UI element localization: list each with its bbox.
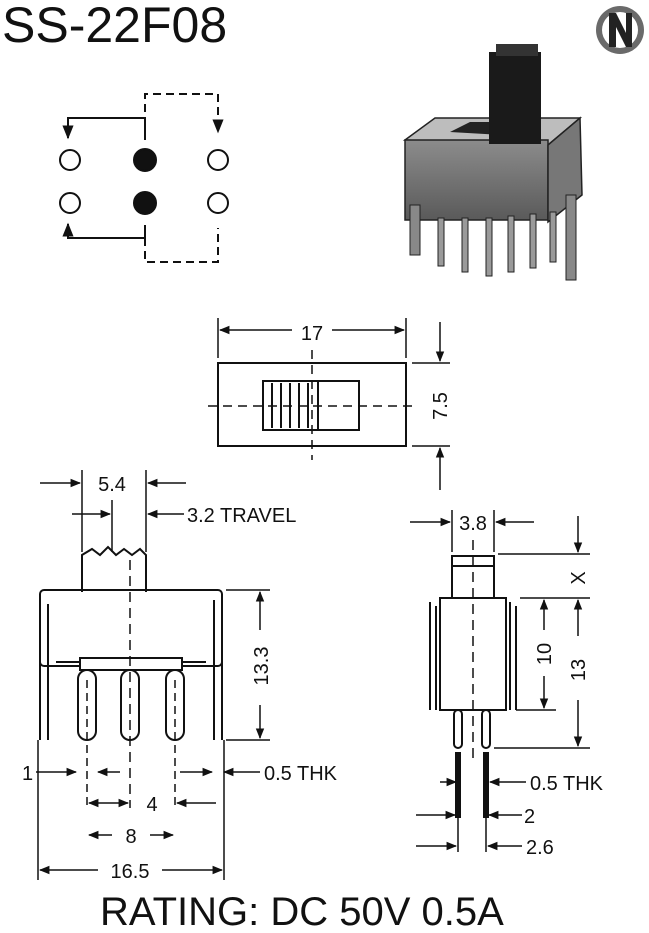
dim-pin-outer: 2.6	[526, 837, 554, 859]
dim-side-body-height: 10	[534, 643, 556, 665]
dim-thickness-front: 0.5 THK	[264, 763, 338, 785]
dim-actuator-width: 5.4	[98, 474, 126, 496]
dim-body-height: 13.3	[251, 647, 273, 686]
brand-logo: N	[596, 6, 644, 54]
product-3d-view	[402, 44, 583, 281]
dim-top-height: 7.5	[430, 392, 452, 420]
top-view	[208, 318, 450, 490]
dim-overall-width: 16.5	[111, 861, 150, 883]
dim-side-total-height: 13	[568, 659, 590, 681]
part-number-title: SS-22F08	[2, 0, 227, 53]
dim-pin-offset: 1	[22, 763, 33, 785]
dim-actuator-height: X	[568, 571, 590, 584]
dim-thickness-side: 0.5 THK	[530, 773, 604, 795]
side-view	[410, 510, 590, 852]
dim-side-actuator-width: 3.8	[459, 513, 487, 535]
dim-travel: 3.2 TRAVEL	[187, 505, 296, 527]
circuit-schematic	[59, 93, 229, 263]
front-view	[36, 470, 270, 880]
dim-pin-spacing: 2	[524, 806, 535, 828]
rating-text: RATING: DC 50V 0.5A	[100, 890, 504, 933]
dim-pin-pitch: 4	[146, 794, 157, 816]
dim-pin-span: 8	[125, 826, 136, 848]
dim-top-width: 17	[301, 323, 323, 345]
